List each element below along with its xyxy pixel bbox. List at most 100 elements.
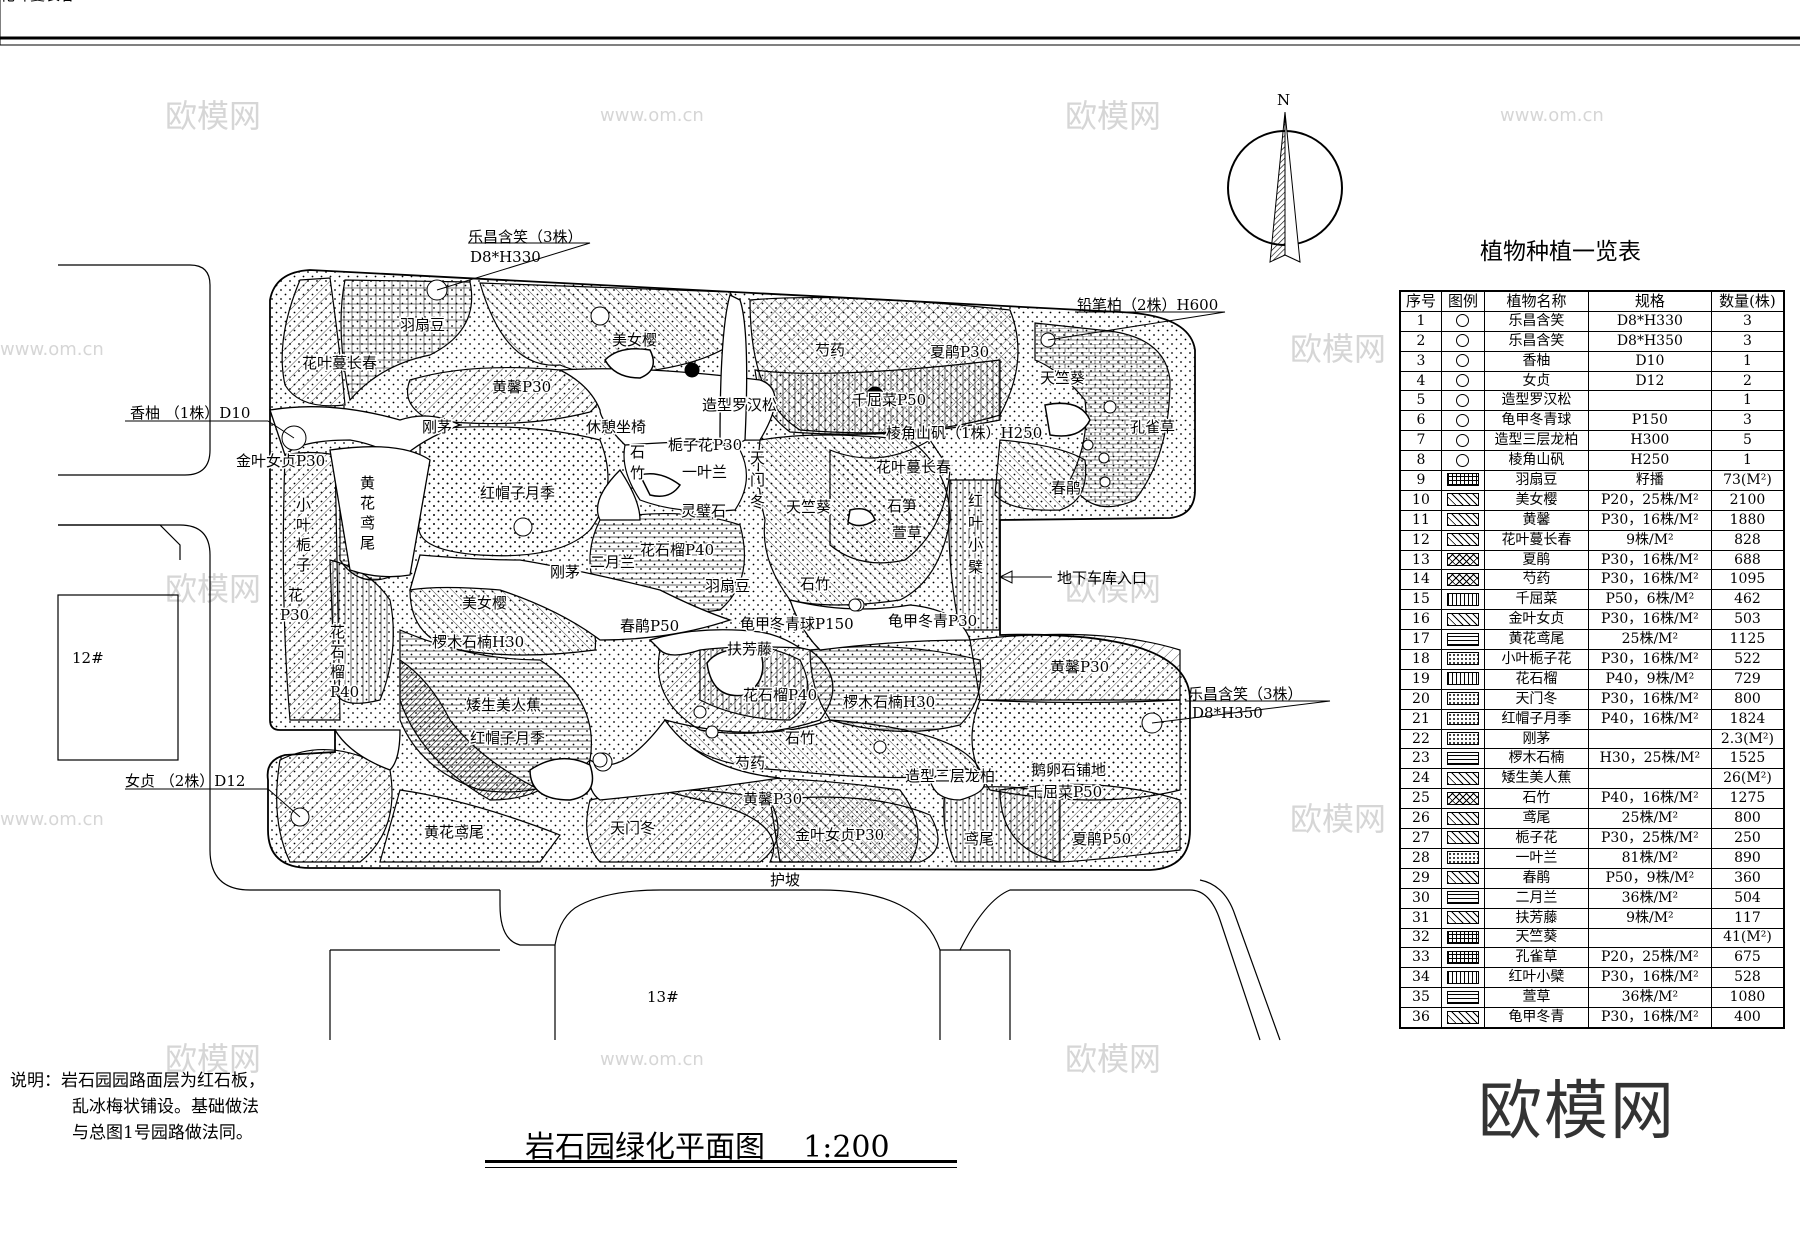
plant-name: 金叶女贞	[1484, 609, 1589, 631]
planting-area-label: 刚茅	[422, 418, 452, 436]
watermark-text: 欧模网	[165, 570, 261, 608]
plant-name: 乐昌含笑	[1484, 310, 1589, 332]
plant-name: 天竺葵	[1484, 927, 1589, 949]
planting-area-label: 黄	[360, 474, 375, 492]
note-line: 说明：岩石园园路面层为红石板，	[10, 1071, 265, 1091]
planting-area-label: 檗	[968, 558, 983, 576]
plant-spec: P30，16株/M²	[1587, 509, 1712, 531]
plant-legend-symbol-icon	[1440, 350, 1486, 372]
plant-legend-symbol-icon	[1440, 1007, 1486, 1029]
plant-name: 刚茅	[1484, 728, 1589, 750]
planting-area-label: 美女樱	[612, 331, 657, 349]
planting-area-label: 芍药	[735, 754, 765, 772]
planting-area-label: 尾	[360, 534, 375, 552]
plant-name: 花叶蔓长春	[1484, 529, 1589, 551]
planting-area-label: 羽扇豆	[705, 577, 750, 595]
planting-area-label: 花叶蔓长春	[876, 458, 951, 476]
plant-quantity: 1125	[1710, 629, 1785, 651]
plant-spec: D8*H350	[1587, 330, 1712, 352]
tree-symbol-icon	[1456, 453, 1470, 467]
watermark-url: www.om.cn	[600, 105, 704, 126]
callout-lechang-1-spec: D8*H330	[470, 248, 541, 266]
tree-symbol-icon	[1456, 413, 1470, 427]
planting-area-label: 小	[968, 536, 983, 554]
plant-quantity: 1275	[1710, 788, 1785, 810]
watermark-text: 欧模网	[1290, 800, 1386, 838]
garden-paths	[269, 294, 986, 801]
plant-name: 扶芳藤	[1484, 907, 1589, 929]
plant-legend-symbol-icon	[1440, 788, 1486, 810]
plant-legend-symbol-icon	[1440, 887, 1486, 909]
plant-name: 孔雀草	[1484, 947, 1589, 969]
hatch-swatch-icon	[1446, 950, 1479, 964]
shrub-icon	[1082, 439, 1094, 451]
plant-spec: D12	[1587, 370, 1712, 392]
planting-area-label: 龟甲冬青P30	[888, 612, 977, 630]
hatch-swatch-icon	[1446, 493, 1479, 507]
plant-legend-symbol-icon	[1440, 310, 1486, 332]
planting-area-label: 花	[288, 586, 303, 604]
callout-lechang-1: 乐昌含笑（3株）	[468, 228, 583, 246]
plant-name: 千屈菜	[1484, 589, 1589, 611]
building-12-label: 12#	[72, 649, 104, 667]
plant-name: 女贞	[1484, 370, 1589, 392]
planting-area-label: 椤木石楠H30	[432, 633, 524, 651]
hatch-swatch-icon	[1446, 592, 1479, 606]
plant-number: 10	[1399, 489, 1442, 511]
plant-legend-symbol-icon	[1440, 370, 1486, 392]
planting-area-label: 门	[750, 471, 765, 489]
hatch-swatch-icon	[1446, 612, 1479, 626]
planting-area-label: 黄馨P30	[743, 790, 802, 808]
planting-area-label: 芍药	[815, 341, 845, 359]
planting-area-label: 花石榴P40	[640, 541, 714, 559]
title-underline-thin	[485, 1167, 957, 1168]
planting-area-label: 萱草	[892, 524, 922, 542]
plant-spec: P20，25株/M²	[1587, 947, 1712, 969]
plant-number: 2	[1399, 330, 1442, 352]
plant-legend-symbol-icon	[1440, 589, 1486, 611]
plant-quantity: 2	[1710, 370, 1785, 392]
plant-name: 夏鹃	[1484, 549, 1589, 571]
plant-name: 黄馨	[1484, 509, 1589, 531]
plant-legend-symbol-icon	[1440, 470, 1486, 491]
plant-spec: P40，16株/M²	[1587, 708, 1712, 730]
hatch-swatch-icon	[1446, 473, 1479, 487]
callout-lechang-2: 乐昌含笑（3株）	[1188, 685, 1303, 703]
plant-spec: P30，16株/M²	[1587, 1007, 1712, 1029]
plant-quantity: 1	[1710, 390, 1785, 412]
juniper-icon	[873, 740, 887, 754]
plant-name: 香柚	[1484, 350, 1589, 372]
hatch-swatch-icon	[1446, 871, 1479, 885]
plant-number: 28	[1399, 847, 1442, 869]
plant-name: 黄花鸢尾	[1484, 629, 1589, 651]
plant-number: 19	[1399, 668, 1442, 690]
plant-quantity: 5	[1710, 430, 1785, 452]
plant-spec	[1587, 390, 1712, 412]
planting-area-label: 千屈菜P50	[1028, 783, 1102, 801]
hatch-swatch-icon	[1446, 632, 1479, 646]
hatch-swatch-icon	[1446, 970, 1479, 984]
tree-symbol-icon	[1456, 314, 1470, 328]
plant-number: 4	[1399, 370, 1442, 392]
plant-quantity: 360	[1710, 867, 1785, 889]
hatch-swatch-icon	[1446, 513, 1479, 527]
planting-area-label: 花	[360, 494, 375, 512]
planting-area-label: 休憩坐椅	[586, 418, 646, 436]
watermark-text: 欧模网	[1065, 97, 1161, 135]
plant-spec: P150	[1587, 410, 1712, 432]
plant-quantity: 2100	[1710, 489, 1785, 511]
plant-number: 36	[1399, 1007, 1442, 1029]
callout-labels: 乐昌含笑（3株） D8*H330 铅笔柏（2株）H600 香柚 （1株）D10 …	[72, 228, 1303, 1006]
planting-area-label: 石竹	[800, 575, 830, 593]
hatch-swatch-icon	[1446, 712, 1479, 726]
plant-spec: D8*H330	[1587, 310, 1712, 332]
